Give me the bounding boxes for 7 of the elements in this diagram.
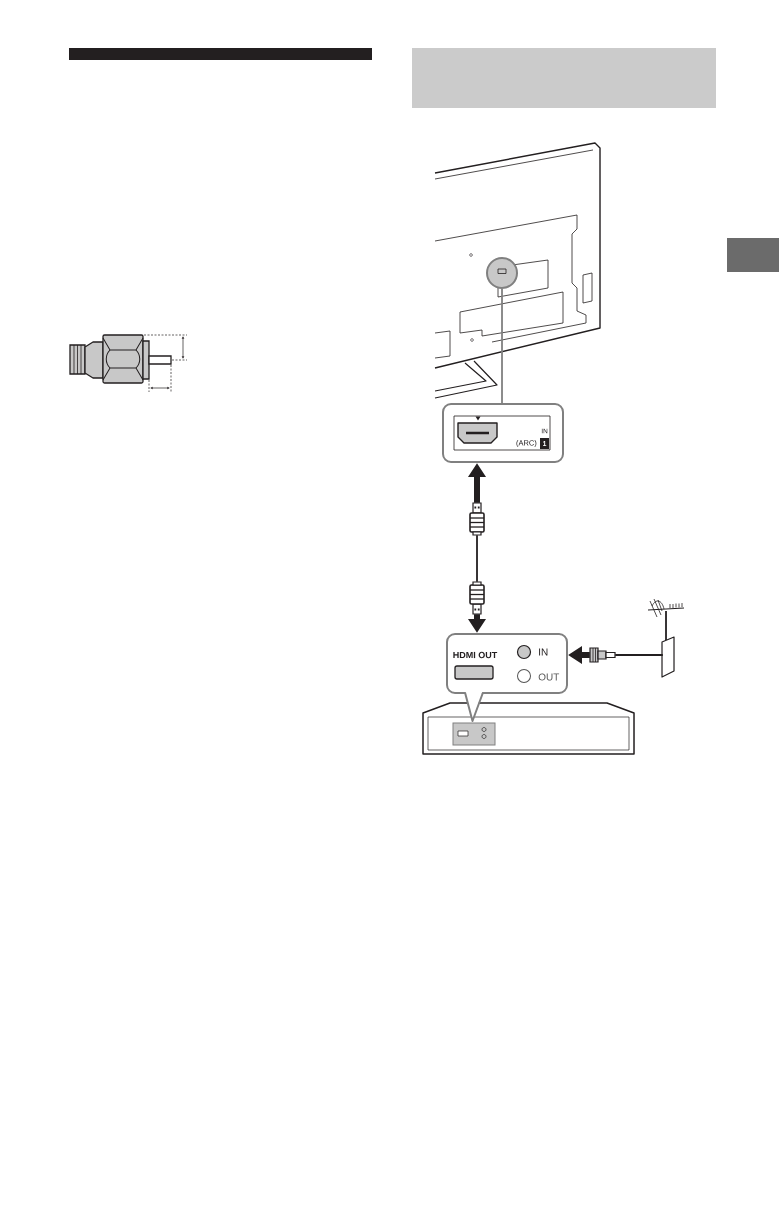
coax-plug bbox=[589, 647, 616, 663]
cable bbox=[476, 534, 478, 583]
hdmi-plug bbox=[469, 581, 485, 615]
antenna bbox=[647, 598, 685, 678]
cable bbox=[614, 654, 664, 656]
leader-line bbox=[501, 288, 503, 404]
hdmi-plug bbox=[469, 502, 485, 536]
